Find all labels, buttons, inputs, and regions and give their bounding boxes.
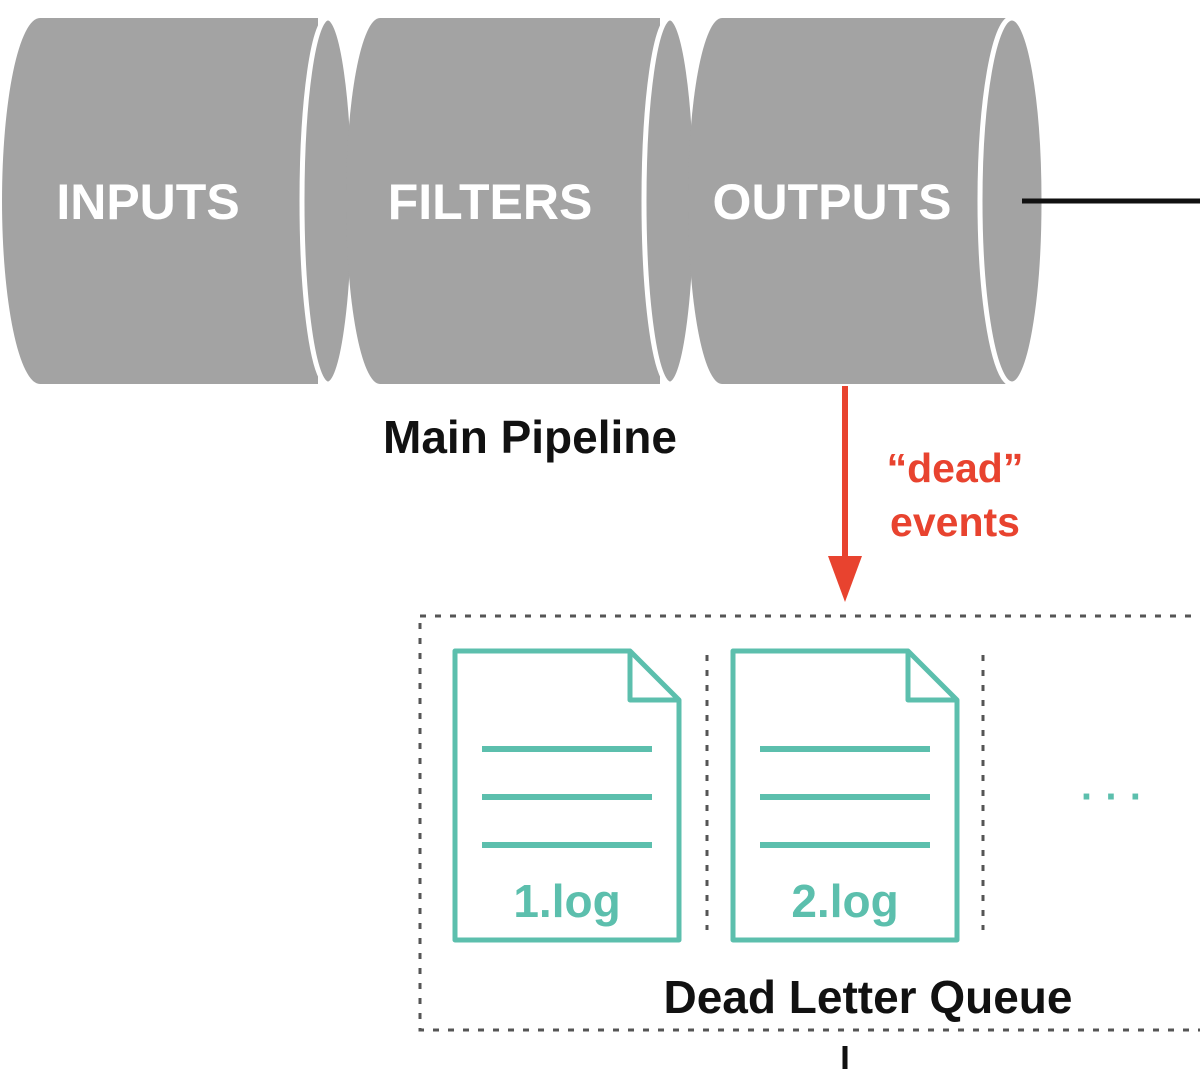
file-icon xyxy=(452,648,682,943)
pipeline-segment-filters xyxy=(346,18,660,384)
main-pipeline: INPUTS FILTERS OUTPUTS xyxy=(2,15,1047,387)
pipeline-segment-outputs xyxy=(688,18,1010,384)
arrow-head xyxy=(828,556,862,602)
dlq-caption: Dead Letter Queue xyxy=(664,971,1073,1023)
dlq-container xyxy=(418,614,1200,1032)
pipeline-segment-inputs xyxy=(2,18,318,384)
pipeline-label-inputs: INPUTS xyxy=(56,174,239,230)
file-label-1: 1.log xyxy=(513,875,620,927)
dead-events-label-line1: “dead” xyxy=(887,445,1024,491)
pipeline-label-outputs: OUTPUTS xyxy=(713,174,952,230)
file-label-2: 2.log xyxy=(791,875,898,927)
dead-events-arrow xyxy=(828,386,862,602)
pipeline-label-filters: FILTERS xyxy=(388,174,593,230)
file-icon xyxy=(730,648,960,943)
main-pipeline-caption: Main Pipeline xyxy=(383,411,677,463)
more-files-ellipsis: · · · xyxy=(1081,775,1143,819)
dead-events-label-line2: events xyxy=(890,499,1020,545)
